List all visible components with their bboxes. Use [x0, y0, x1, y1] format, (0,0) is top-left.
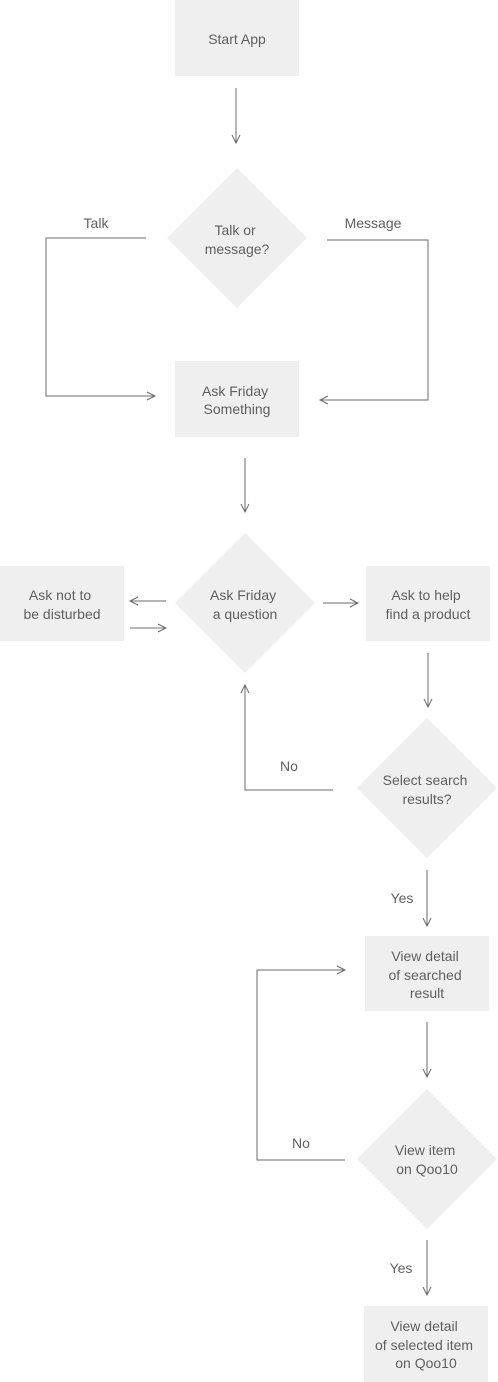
- edge-label-yes-search: Yes: [391, 890, 414, 906]
- edge-label-no-search: No: [280, 758, 298, 774]
- edge-label-yes-qoo10: Yes: [390, 1260, 413, 1276]
- arrowhead: [240, 503, 250, 514]
- arrowhead: [318, 395, 329, 405]
- arrowhead: [146, 391, 157, 401]
- node-label: Ask Friday a question: [210, 587, 280, 622]
- decision-select-search-results: Select search results?: [357, 718, 497, 858]
- node-ask-friday-something: Ask Friday Something: [175, 361, 299, 437]
- connectors: [45, 88, 433, 1297]
- arrowhead: [157, 623, 168, 633]
- arrowhead: [128, 596, 139, 606]
- node-label: Select search results?: [383, 772, 472, 807]
- node-label: Ask Friday Something: [202, 383, 272, 417]
- edge-label-talk: Talk: [84, 215, 110, 231]
- arrowhead: [240, 683, 250, 694]
- node-ask-not-disturbed: Ask not to be disturbed: [0, 566, 124, 641]
- edge-item-no: [256, 969, 345, 1161]
- node-label: Ask to help find a product: [386, 587, 471, 622]
- node-view-detail-selected: View detail of selected item on Qoo10: [364, 1306, 488, 1382]
- node-label: View detail of selected item on Qoo10: [375, 1318, 477, 1371]
- arrowhead: [422, 1068, 432, 1079]
- decision-ask-friday-question: Ask Friday a question: [175, 533, 315, 673]
- decision-talk-or-message: Talk or message?: [167, 168, 307, 308]
- node-label: Talk or message?: [205, 222, 270, 257]
- edge-labels: Talk Message No Yes No Yes: [84, 215, 414, 1276]
- arrowhead: [422, 1286, 432, 1297]
- node-label: View item on Qoo10: [395, 1142, 459, 1177]
- decision-view-item-qoo10: View item on Qoo10: [357, 1089, 497, 1229]
- edge-label-message: Message: [345, 215, 402, 231]
- node-label: Start App: [208, 31, 266, 47]
- edge-select-no: [244, 685, 333, 791]
- node-label: Ask not to be disturbed: [23, 587, 100, 622]
- arrowhead: [422, 917, 432, 928]
- node-view-detail-searched: View detail of searched result: [365, 936, 489, 1011]
- node-label: View detail of searched result: [388, 948, 465, 1001]
- arrowhead: [231, 134, 241, 145]
- arrowhead: [336, 965, 347, 975]
- edge-label-no-qoo10: No: [292, 1135, 310, 1151]
- edge-talk-branch: [45, 237, 155, 397]
- arrowhead: [423, 698, 433, 709]
- node-start-app: Start App: [175, 0, 299, 76]
- node-ask-find-product: Ask to help find a product: [366, 566, 490, 641]
- arrowhead: [349, 598, 360, 608]
- edge-message-branch: [320, 239, 429, 401]
